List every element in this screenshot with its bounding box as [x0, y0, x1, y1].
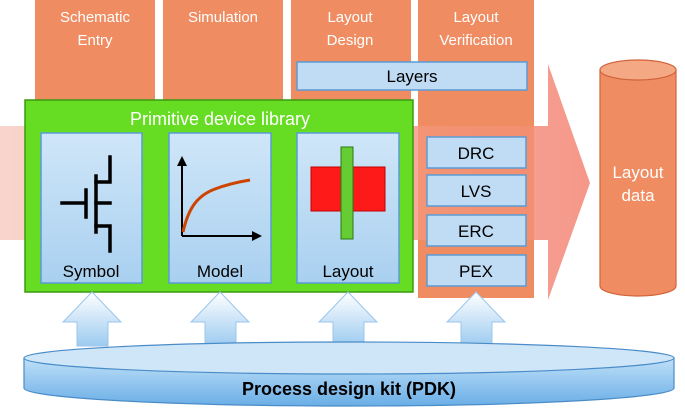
- stage-simulation-line1: Simulation: [188, 9, 258, 26]
- stage-layout-verification-line1: Layout: [453, 9, 499, 26]
- lvs-box: [426, 174, 527, 207]
- model-panel: [168, 132, 272, 284]
- layout-cell-icon: [310, 146, 386, 240]
- stage-layout-design-line2: Design: [327, 32, 374, 49]
- up-arrow-icon: [445, 291, 507, 347]
- pex-box: [426, 254, 527, 287]
- up-arrow-icon: [61, 291, 123, 347]
- erc-label: ERC: [458, 222, 494, 241]
- layout-data-line2: data: [621, 186, 655, 205]
- model-panel-label: Model: [197, 262, 243, 281]
- stage-simulation-column: [163, 0, 283, 105]
- drc-label: DRC: [458, 144, 495, 163]
- stage-layout-design-line1: Layout: [327, 9, 373, 26]
- library-title: Primitive device library: [130, 109, 310, 129]
- layers-label: Layers: [386, 67, 437, 86]
- up-arrow-icon: [189, 291, 251, 347]
- iv-curve-icon: [177, 156, 262, 241]
- pex-label: PEX: [459, 262, 493, 281]
- cylinder-icon: [599, 59, 677, 297]
- pdk-disc: [23, 341, 675, 407]
- drc-box: [426, 136, 527, 169]
- symbol-panel-label: Symbol: [63, 262, 120, 281]
- stage-schematic-column: [35, 0, 155, 105]
- pdk-label: Process design kit (PDK): [242, 379, 456, 399]
- stage-layout-verification-line2: Verification: [439, 32, 512, 49]
- up-arrow-icon: [317, 291, 379, 347]
- erc-box: [426, 214, 527, 247]
- layout-panel-label: Layout: [322, 262, 373, 281]
- stage-schematic-line2: Entry: [77, 32, 113, 49]
- layout-data-line1: Layout: [612, 163, 663, 182]
- symbol-panel: [40, 132, 143, 284]
- lvs-label: LVS: [461, 182, 492, 201]
- layers-bar: [296, 61, 528, 91]
- stage-schematic-line1: Schematic: [60, 9, 131, 26]
- transistor-symbol-icon: [60, 155, 112, 253]
